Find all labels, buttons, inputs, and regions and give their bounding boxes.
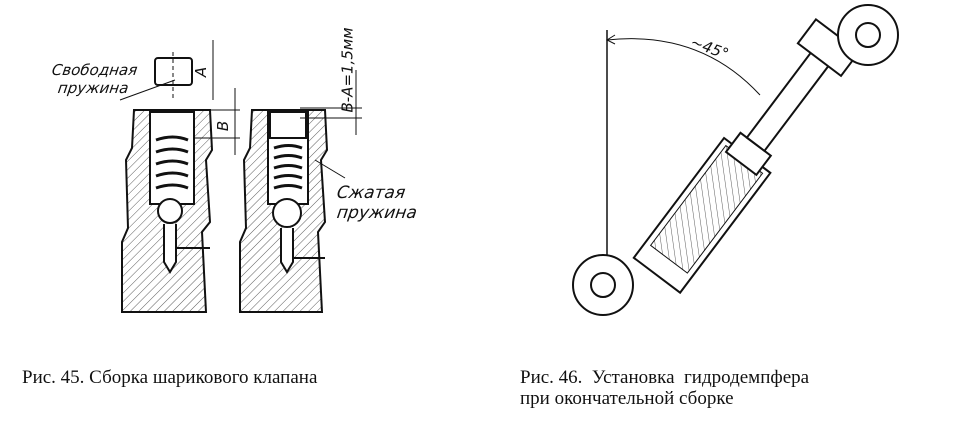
figure-46-caption-line2: при окончательной сборке (520, 388, 734, 409)
compressed-spring-label-line1: Сжатая (335, 183, 407, 203)
hydraulic-damper (572, 4, 899, 316)
dimension-b-label: В (214, 120, 233, 132)
figure-45-caption: Рис. 45. Сборка шарикового клапана (22, 367, 318, 388)
valve-free-spring (119, 40, 240, 313)
dimension-difference-label: В-А=1,5мм (338, 27, 357, 113)
free-spring-label-line1: Свободная (50, 61, 139, 79)
figure-46-caption-line1: Рис. 46. Установка гидродемпфера (520, 367, 810, 388)
compressed-spring-label-line2: пружина (335, 203, 419, 223)
valve-compressed-spring (239, 70, 362, 313)
dimension-a-label: А (192, 66, 211, 78)
free-spring-label-line2: пружина (56, 79, 130, 97)
